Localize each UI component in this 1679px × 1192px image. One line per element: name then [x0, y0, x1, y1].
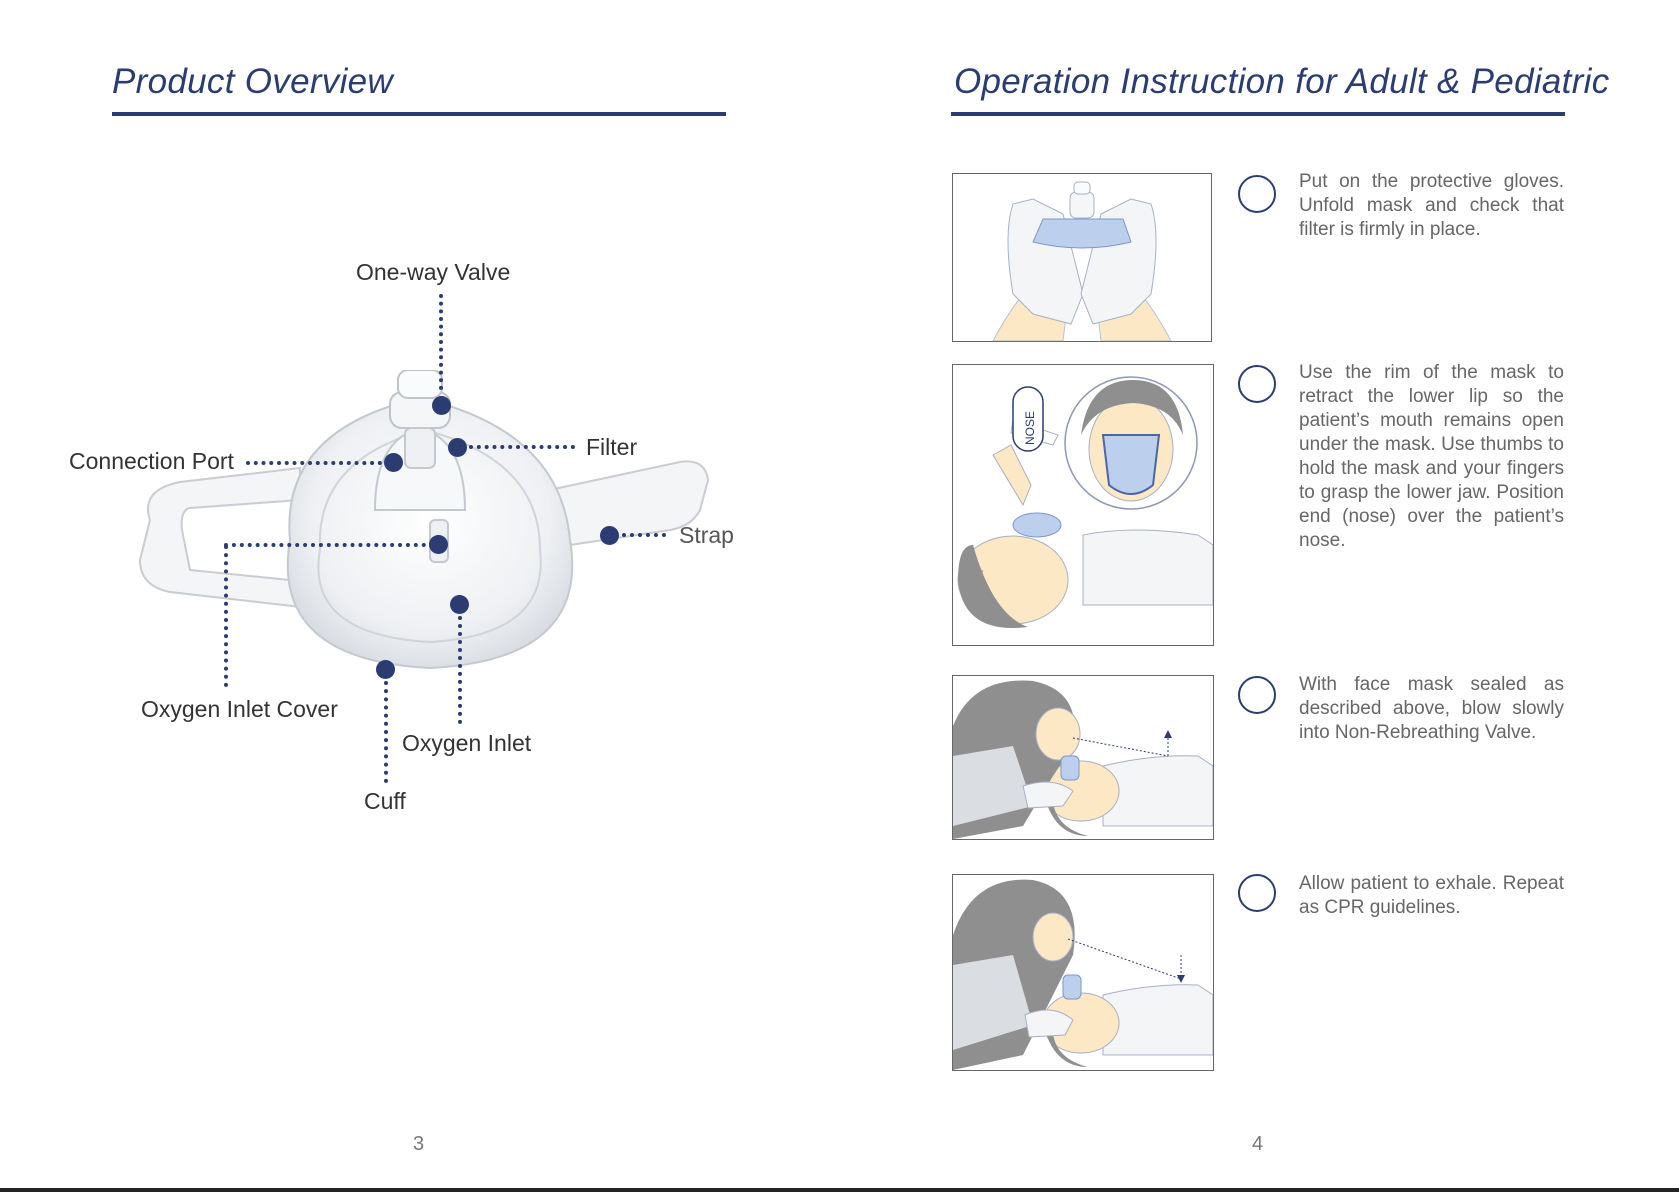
- page-number-right: 4: [1252, 1133, 1264, 1155]
- bottom-edge: [0, 1188, 1679, 1192]
- callout-dot-oxygen-inlet: [450, 595, 469, 614]
- callout-dot-connection-port: [384, 453, 403, 472]
- leader-line: [246, 461, 382, 465]
- step-4-illustration: [952, 874, 1214, 1071]
- nose-label: NOSE: [1023, 411, 1037, 445]
- leader-line: [469, 445, 575, 449]
- step-3-illustration: [952, 675, 1214, 840]
- callout-dot-filter: [448, 438, 467, 457]
- title-underline: [112, 112, 726, 116]
- label-cuff: Cuff: [364, 788, 406, 814]
- step-2-text: Use the rim of the mask to retract the l…: [1299, 362, 1564, 551]
- callout-dot-oxygen-inlet-cover: [429, 535, 448, 554]
- label-strap: Strap: [679, 522, 734, 548]
- callout-dot-strap: [600, 526, 619, 545]
- page-number-left: 3: [413, 1133, 425, 1155]
- label-oxygen-inlet-cover: Oxygen Inlet Cover: [141, 696, 338, 722]
- cpr-mask-image: [138, 370, 710, 670]
- label-filter: Filter: [586, 434, 638, 460]
- leader-line: [224, 545, 228, 687]
- title-underline: [951, 112, 1565, 116]
- page-title-operation-instruction: Operation Instruction for Adult & Pediat…: [954, 62, 1610, 101]
- callout-dot-cuff: [376, 660, 395, 679]
- step-3-number-circle: [1238, 676, 1276, 714]
- step-4-number-circle: [1238, 874, 1276, 912]
- step-2-illustration: NOSE: [952, 364, 1214, 646]
- step-1-text: Put on the protective gloves. Unfold mas…: [1299, 171, 1564, 240]
- leader-line: [224, 543, 426, 547]
- step-1-number-circle: [1238, 175, 1276, 213]
- callout-dot-one-way-valve: [432, 396, 451, 415]
- leader-line: [384, 681, 388, 783]
- leader-line: [458, 616, 462, 724]
- label-connection-port: Connection Port: [69, 448, 234, 474]
- leader-line: [622, 533, 666, 537]
- page-title-product-overview: Product Overview: [112, 62, 394, 101]
- label-oxygen-inlet: Oxygen Inlet: [402, 730, 532, 756]
- step-1-illustration: [952, 173, 1212, 342]
- step-4-text: Allow patient to exhale. Repeat as CPR g…: [1299, 873, 1564, 918]
- step-3-text: With face mask sealed as described above…: [1299, 674, 1564, 743]
- step-2-number-circle: [1238, 365, 1276, 403]
- label-one-way-valve: One-way Valve: [356, 259, 511, 285]
- leader-line: [439, 294, 443, 390]
